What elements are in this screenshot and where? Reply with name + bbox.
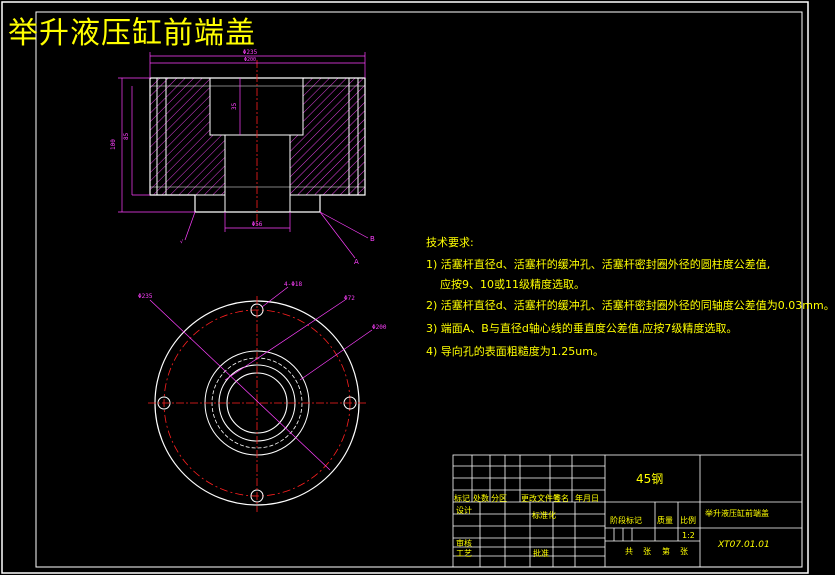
dim-plan-recess: Φ72 <box>344 295 355 302</box>
requirement-line-1: 1) 活塞杆直径d、活塞杆的缓冲孔、活塞杆密封圈外径的圆柱度公差值, <box>426 258 771 271</box>
header-mark: 标记 <box>454 494 470 503</box>
dim-bolt-circle: Φ200 <box>244 57 256 63</box>
dim-plan-holes: 4-Φ18 <box>284 281 302 288</box>
plan-view: Φ235 Φ72 Φ200 4-Φ18 <box>138 281 387 512</box>
section-dimensions <box>118 52 369 259</box>
dim-outer-dia: Φ235 <box>243 49 258 56</box>
sheet-total-label: 共 <box>625 547 633 556</box>
material-text: 45钢 <box>636 472 664 486</box>
section-hatch-right <box>289 77 366 196</box>
process-label: 工艺 <box>456 549 472 558</box>
scale-label: 比例 <box>680 516 696 525</box>
label-b: B <box>370 235 375 243</box>
plan-leaders <box>149 286 373 471</box>
scale-text: 1:2 <box>682 531 695 540</box>
stage-mark-label: 阶段标记 <box>610 516 642 525</box>
title-block-grid <box>452 454 803 568</box>
dim-height: 100 <box>110 139 117 150</box>
requirement-line-1b: 应按9、10或11级精度选取。 <box>440 278 585 291</box>
sheet-no-label: 第 <box>662 547 670 556</box>
header-signature: 签名 <box>553 494 569 503</box>
inner-frame <box>35 11 803 568</box>
mass-label: 质量 <box>657 516 673 525</box>
drawing-sheet: Φ235 Φ200 100 85 35 Φ56 √ A B Φ235 Φ7 <box>1 1 809 574</box>
sheet-no-unit: 张 <box>680 547 688 556</box>
dim-plan-outer: Φ235 <box>138 293 153 300</box>
requirements-heading: 技术要求: <box>426 236 474 249</box>
section-hatch-left <box>149 77 226 196</box>
header-date: 年月日 <box>575 494 599 503</box>
dim-plan-bolt: Φ200 <box>372 324 387 331</box>
label-a: A <box>354 258 359 266</box>
header-change-doc: 更改文件号 <box>521 494 561 503</box>
header-zone: 分区 <box>491 494 507 503</box>
requirement-line-2: 2) 活塞杆直径d、活塞杆的缓冲孔、活塞杆密封圈外径的同轴度公差值为0.03mm… <box>426 299 835 312</box>
drawing-title: 举升液压缸前端盖 <box>8 16 256 51</box>
sheet-total-unit: 张 <box>643 547 651 556</box>
drawing-frame <box>1 1 809 574</box>
section-view: Φ235 Φ200 100 85 35 Φ56 √ A B <box>110 49 375 266</box>
drawing-number-text: XT07.01.01 <box>718 540 770 550</box>
approve-label: 批准 <box>533 549 549 558</box>
dim-bore-dia: Φ56 <box>252 221 263 228</box>
dim-bore-depth: 35 <box>231 102 238 110</box>
header-count: 处数 <box>473 494 489 503</box>
part-name-text: 举升液压缸前端盖 <box>705 509 769 518</box>
review-label: 审核 <box>456 539 472 548</box>
requirement-line-4: 4) 导向孔的表面粗糙度为1.25um。 <box>426 345 604 358</box>
dim-height-inner: 85 <box>123 132 130 140</box>
designer-label: 设计 <box>456 506 472 515</box>
dim-roughness: √ <box>180 239 183 245</box>
requirement-line-3: 3) 端面A、B与直径d轴心线的垂直度公差值,应按7级精度选取。 <box>426 322 738 335</box>
standardization-label: 标准化 <box>532 511 556 520</box>
